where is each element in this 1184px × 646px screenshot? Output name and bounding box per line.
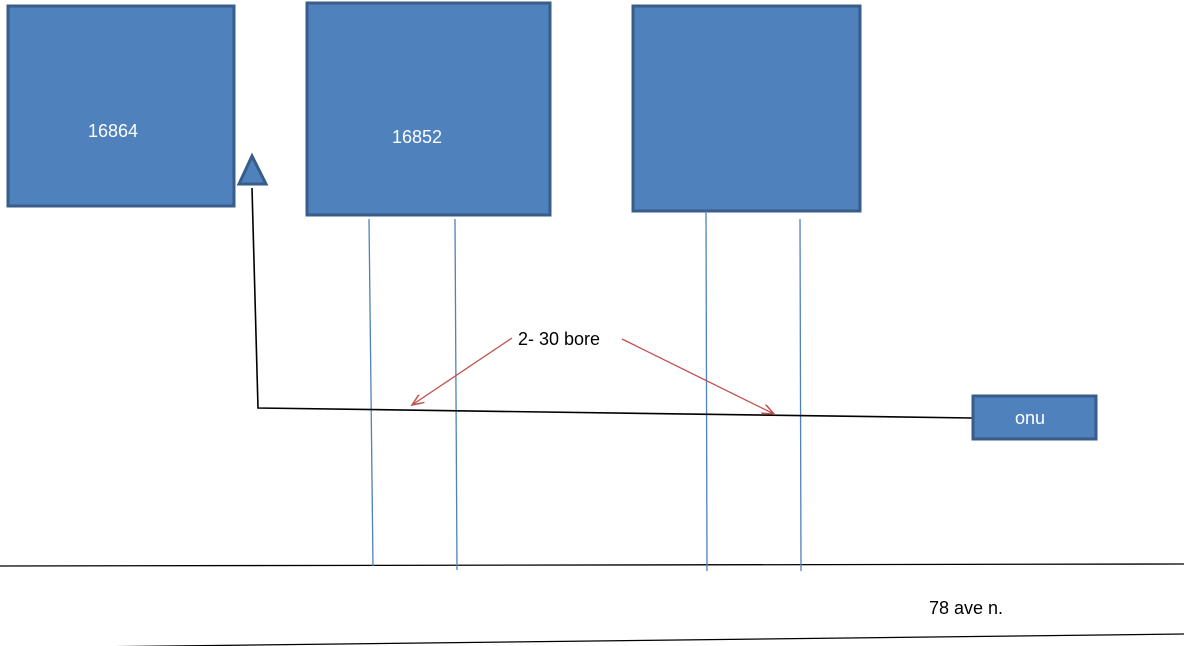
onu-box xyxy=(971,394,1098,441)
building-16852: 16852 xyxy=(305,1,552,217)
building-box xyxy=(6,4,236,208)
building-16864: 16864 xyxy=(6,4,236,208)
street-line-top xyxy=(0,563,1184,567)
pipe-line xyxy=(454,218,458,571)
street-label: 78 ave n. xyxy=(929,598,1003,618)
onu-unit: onu xyxy=(971,394,1098,441)
building-label: 16864 xyxy=(88,121,138,141)
building-box xyxy=(305,1,552,217)
building-box xyxy=(631,4,862,213)
bore-arrow-right xyxy=(621,338,774,414)
onu-label: onu xyxy=(1015,408,1045,428)
entry-triangle-icon xyxy=(236,152,269,186)
pipe-line xyxy=(705,210,708,572)
bore-arrow-left xyxy=(412,337,513,405)
street-line-bottom xyxy=(114,633,1184,646)
feed-line xyxy=(251,187,973,419)
building-unlabeled xyxy=(631,4,862,213)
building-label: 16852 xyxy=(392,127,442,147)
pipe-line xyxy=(799,218,802,572)
pipe-line xyxy=(368,218,374,567)
bore-label: 2- 30 bore xyxy=(518,329,600,349)
